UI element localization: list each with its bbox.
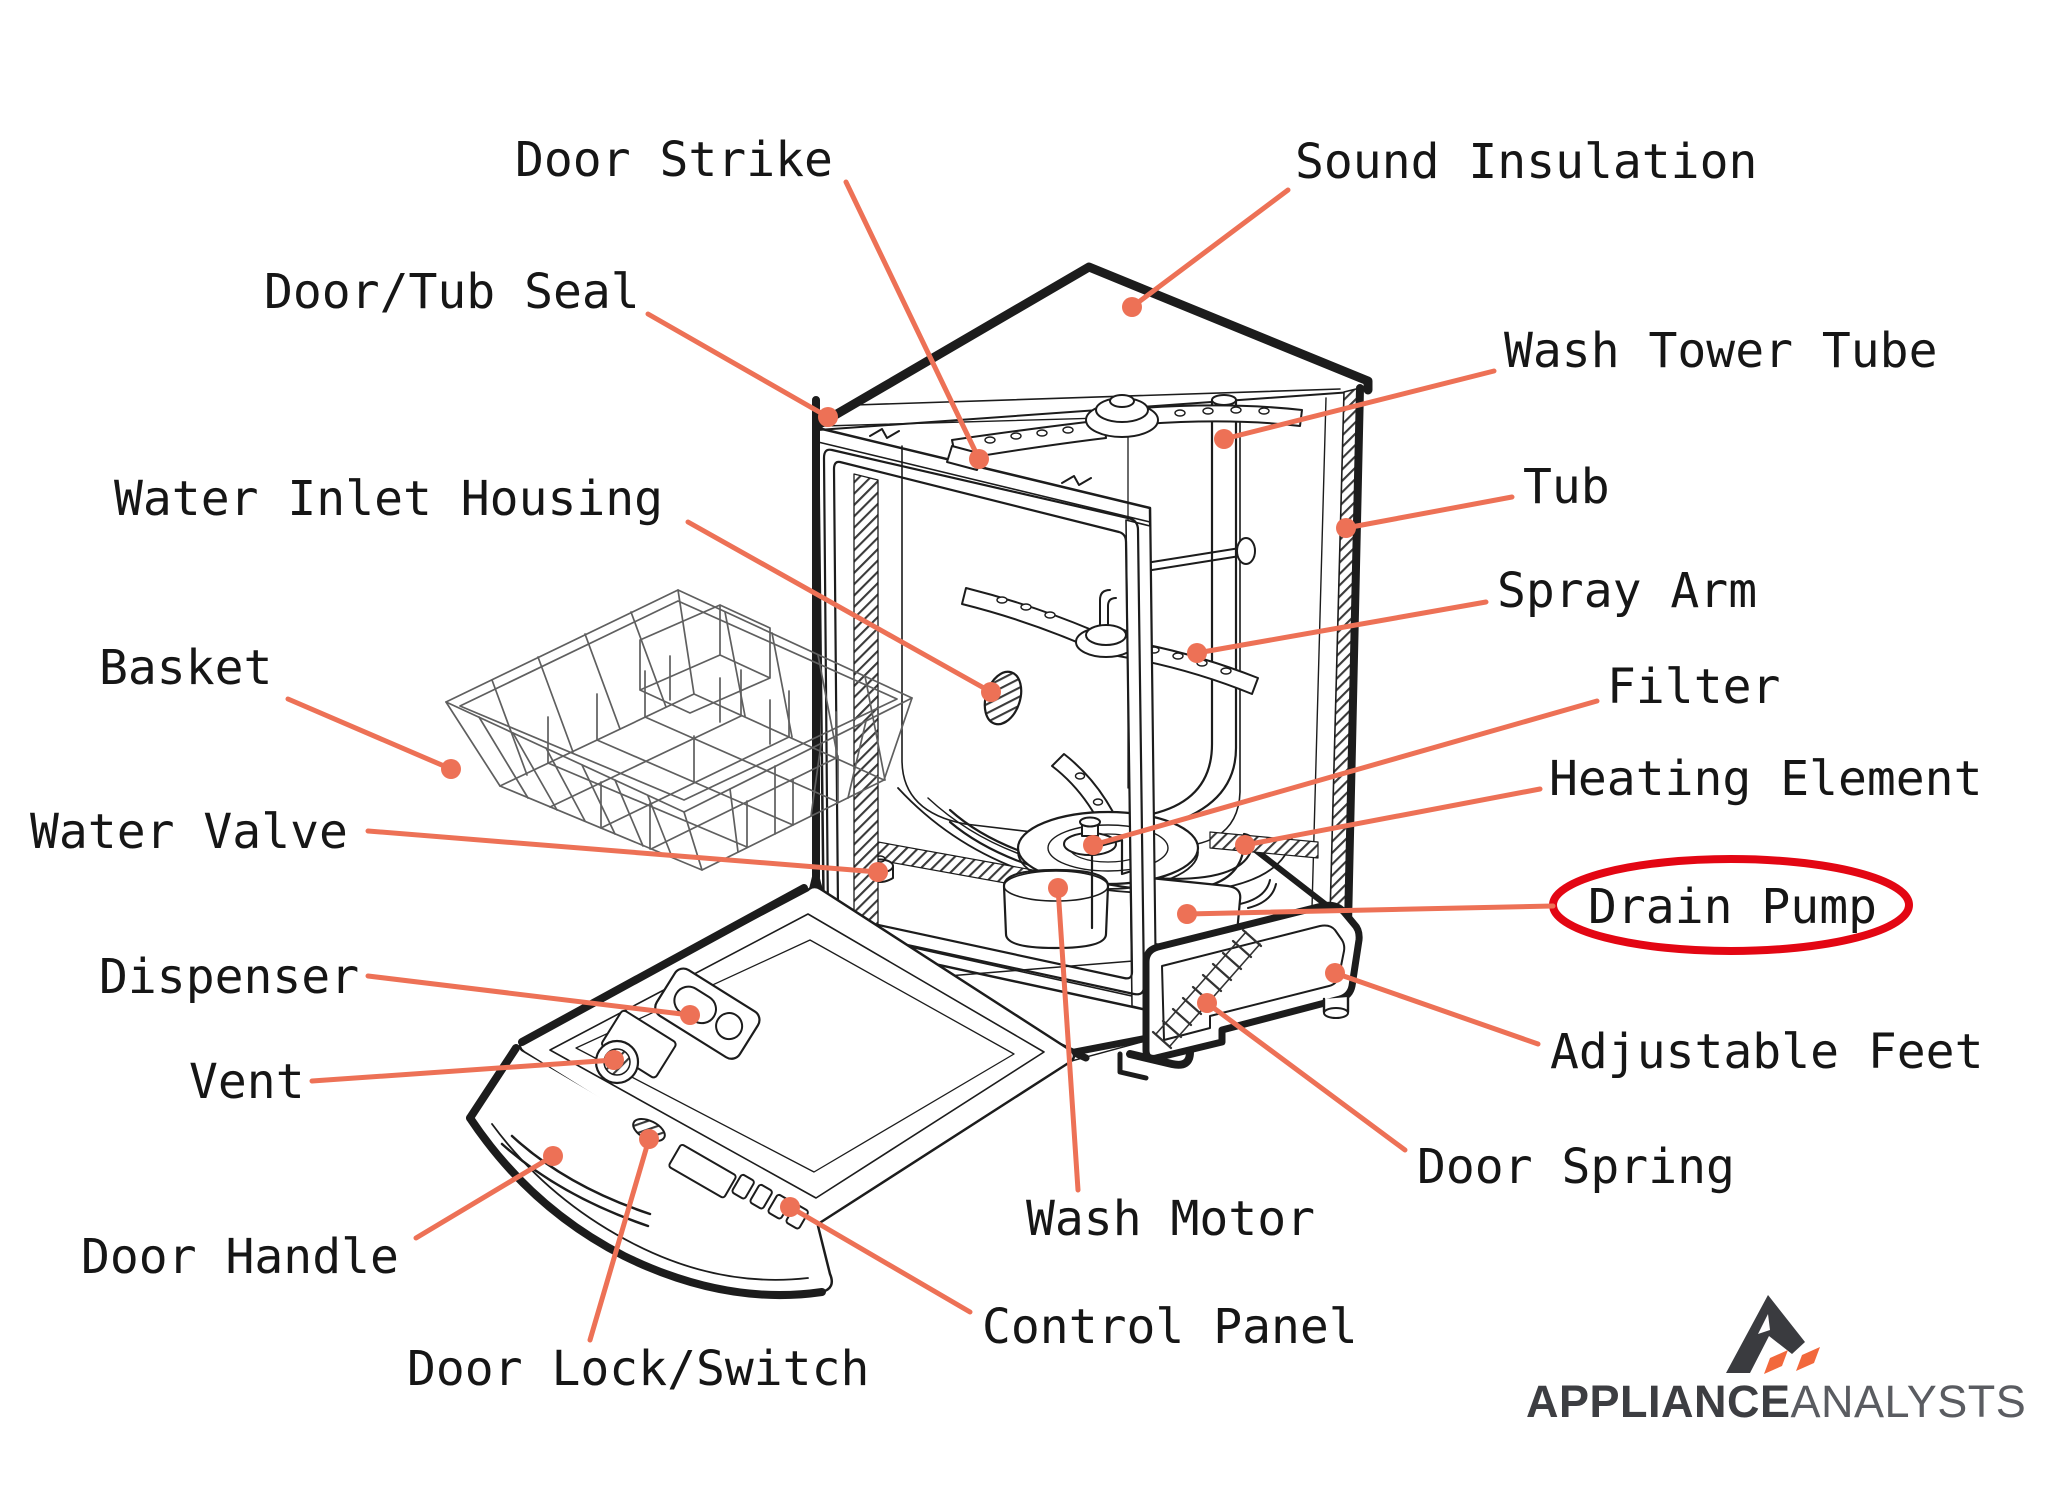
label-basket: Basket (99, 640, 273, 696)
logo-mountain-icon (1726, 1295, 1820, 1374)
leader-door-strike (843, 179, 982, 462)
dot-door-handle (543, 1146, 563, 1166)
upper-spray-arm (951, 394, 1303, 461)
label-heating-element: Heating Element (1549, 751, 1983, 807)
base-frame (1117, 901, 1363, 1081)
label-filter: Filter (1607, 659, 1781, 715)
dot-basket (441, 759, 461, 779)
dot-door-strike (969, 449, 989, 469)
basket-wireframe (445, 589, 913, 871)
dot-tub (1336, 518, 1356, 538)
leader-wash-tower-tube (1221, 368, 1497, 442)
leader-heating-element (1242, 786, 1543, 848)
wash-motor-part (1002, 868, 1110, 950)
door-panel (466, 884, 1076, 1300)
leader-water-inlet-housing (685, 519, 994, 695)
leader-dispenser (365, 973, 693, 1018)
dot-water-valve (868, 862, 888, 882)
dot-water-inlet-housing (981, 682, 1001, 702)
label-door-lock-switch: Door Lock/Switch (407, 1341, 870, 1397)
leader-wash-motor (1055, 885, 1081, 1193)
dot-drain-pump (1177, 904, 1197, 924)
leader-basket (285, 696, 454, 772)
label-tub: Tub (1523, 459, 1610, 515)
leader-vent (309, 1057, 617, 1084)
control-panel-part (668, 1143, 809, 1230)
dot-dispenser (680, 1005, 700, 1025)
label-door-tub-seal: Door/Tub Seal (264, 264, 640, 320)
support-rod (1151, 537, 1256, 571)
label-control-panel: Control Panel (982, 1299, 1358, 1355)
leader-water-valve (365, 828, 881, 875)
label-sound-insulation: Sound Insulation (1295, 134, 1758, 190)
dot-door-tub-seal (818, 407, 838, 427)
label-wash-tower-tube: Wash Tower Tube (1504, 323, 1938, 379)
dot-wash-motor (1048, 878, 1068, 898)
label-vent: Vent (189, 1054, 305, 1110)
logo-text-light: ANALYSTS (1790, 1376, 2027, 1427)
leader-door-spring (1204, 1000, 1408, 1153)
leader-tub (1343, 494, 1515, 531)
dot-door-spring (1197, 993, 1217, 1013)
leader-spray-arm (1194, 599, 1489, 656)
label-spray-arm: Spray Arm (1497, 563, 1758, 619)
dot-wash-tower-tube (1214, 429, 1234, 449)
label-wash-motor: Wash Motor (1026, 1191, 1315, 1247)
leader-control-panel (787, 1204, 973, 1315)
leader-door-lock-switch (587, 1136, 652, 1343)
leader-sound-insulation (1129, 187, 1291, 310)
dot-heating-element (1235, 835, 1255, 855)
label-water-inlet-housing: Water Inlet Housing (114, 471, 664, 527)
leader-adjustable-feet (1332, 970, 1541, 1047)
dot-door-lock-switch (639, 1129, 659, 1149)
brand-logo: APPLIANCEANALYSTS (1526, 1292, 2026, 1442)
adjustable-foot-part (1322, 995, 1350, 1019)
leader-drain-pump (1184, 903, 1556, 917)
label-adjustable-feet: Adjustable Feet (1550, 1024, 1984, 1080)
label-door-spring: Door Spring (1417, 1139, 1735, 1195)
dot-control-panel (780, 1197, 800, 1217)
logo-wordmark: APPLIANCEANALYSTS (1526, 1376, 2026, 1428)
dot-filter (1083, 835, 1103, 855)
label-water-valve: Water Valve (30, 804, 348, 860)
dot-sound-insulation (1122, 297, 1142, 317)
label-dispenser: Dispenser (99, 949, 360, 1005)
dot-spray-arm (1187, 643, 1207, 663)
dot-adjustable-feet (1325, 963, 1345, 983)
leader-filter (1090, 698, 1600, 848)
dot-vent (604, 1050, 624, 1070)
leader-door-handle (413, 1153, 556, 1241)
label-door-handle: Door Handle (81, 1229, 399, 1285)
middle-spray-arm (961, 587, 1259, 695)
label-door-strike: Door Strike (515, 132, 833, 188)
door-seal-frame (816, 426, 1158, 1014)
leader-door-tub-seal (645, 311, 831, 420)
label-drain-pump: Drain Pump (1588, 879, 1877, 935)
logo-text-bold: APPLIANCE (1526, 1376, 1791, 1427)
